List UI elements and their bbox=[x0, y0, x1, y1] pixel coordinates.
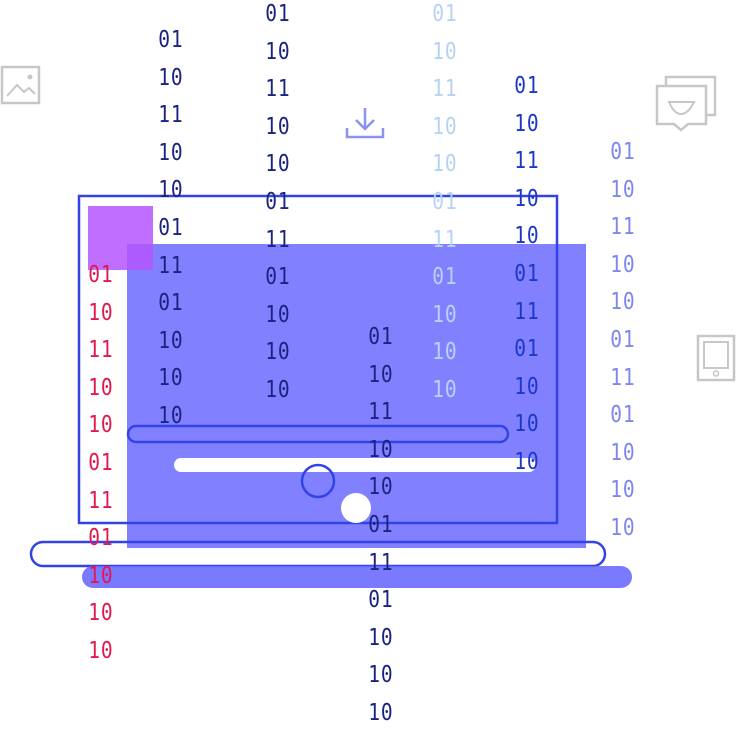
binary-digit: 10 bbox=[432, 38, 458, 65]
binary-digit: 01 bbox=[432, 188, 458, 215]
binary-digit: 01 bbox=[368, 511, 394, 538]
binary-digit: 10 bbox=[265, 151, 291, 178]
binary-digit: 10 bbox=[514, 373, 540, 400]
binary-digit: 01 bbox=[88, 525, 114, 552]
binary-digit: 01 bbox=[610, 402, 636, 429]
chat-bubbles-icon bbox=[655, 75, 717, 132]
binary-digit: 10 bbox=[514, 448, 540, 475]
binary-digit: 10 bbox=[88, 600, 114, 627]
binary-digit: 10 bbox=[88, 637, 114, 664]
progress-bar-outline bbox=[126, 424, 510, 444]
binary-digit: 01 bbox=[368, 324, 394, 350]
binary-digit: 10 bbox=[265, 113, 291, 140]
binary-digit: 10 bbox=[610, 251, 636, 278]
binary-digit: 01 bbox=[610, 326, 636, 353]
accent-square bbox=[88, 206, 153, 270]
binary-digit: 10 bbox=[158, 327, 184, 354]
binary-digit: 10 bbox=[158, 177, 184, 204]
laptop-screen-outline bbox=[77, 194, 559, 525]
binary-digit: 11 bbox=[265, 76, 291, 103]
binary-column-navy-mid: 01 10 11 10 10 01 11 01 10 10 10 bbox=[265, 0, 290, 410]
binary-digit: 01 bbox=[265, 188, 291, 215]
binary-digit: 11 bbox=[514, 148, 540, 175]
binary-digit: 10 bbox=[88, 299, 114, 326]
binary-digit: 01 bbox=[158, 214, 184, 241]
binary-digit: 01 bbox=[265, 264, 291, 291]
binary-digit: 11 bbox=[432, 226, 458, 253]
laptop-base-fill bbox=[82, 566, 632, 588]
binary-digit: 10 bbox=[368, 436, 394, 463]
binary-digit: 01 bbox=[432, 264, 458, 291]
binary-column-periwinkle: 01 10 11 10 10 01 11 01 10 10 10 bbox=[610, 134, 635, 548]
binary-digit: 10 bbox=[610, 477, 636, 504]
binary-digit: 10 bbox=[610, 289, 636, 316]
binary-digit: 01 bbox=[158, 290, 184, 317]
binary-digit: 10 bbox=[514, 185, 540, 212]
white-slider-bar bbox=[174, 458, 536, 472]
binary-digit: 10 bbox=[514, 411, 540, 438]
binary-digit: 10 bbox=[368, 474, 394, 501]
binary-digit: 10 bbox=[88, 412, 114, 439]
binary-digit: 10 bbox=[610, 176, 636, 203]
binary-digit: 10 bbox=[158, 139, 184, 166]
binary-column-royal: 01 10 11 10 10 01 11 01 10 10 10 bbox=[514, 68, 539, 482]
binary-digit: 10 bbox=[432, 376, 458, 403]
binary-digit: 01 bbox=[432, 1, 458, 27]
binary-column-light: 01 10 11 10 10 01 11 01 10 10 10 bbox=[432, 0, 457, 410]
binary-digit: 10 bbox=[368, 624, 394, 651]
binary-digit: 10 bbox=[432, 113, 458, 140]
binary-digit: 01 bbox=[88, 262, 114, 288]
binary-digit: 11 bbox=[514, 298, 540, 325]
binary-digit: 10 bbox=[158, 402, 184, 429]
binary-digit: 10 bbox=[514, 110, 540, 137]
binary-digit: 11 bbox=[88, 487, 114, 514]
binary-digit: 10 bbox=[610, 439, 636, 466]
binary-digit: 01 bbox=[158, 27, 184, 53]
binary-digit: 01 bbox=[514, 260, 540, 287]
binary-digit: 01 bbox=[514, 73, 540, 99]
binary-digit: 11 bbox=[158, 252, 184, 279]
binary-digit: 11 bbox=[610, 214, 636, 241]
binary-digit: 10 bbox=[432, 301, 458, 328]
binary-digit: 10 bbox=[514, 223, 540, 250]
binary-digit: 11 bbox=[265, 226, 291, 253]
binary-digit: 11 bbox=[88, 337, 114, 364]
binary-digit: 10 bbox=[432, 151, 458, 178]
binary-digit: 10 bbox=[610, 514, 636, 541]
binary-digit: 10 bbox=[368, 662, 394, 689]
binary-digit: 11 bbox=[368, 549, 394, 576]
binary-digit: 10 bbox=[88, 374, 114, 401]
binary-digit: 10 bbox=[368, 361, 394, 388]
binary-column-navy-bottom: 01 10 11 10 10 01 11 01 10 10 10 bbox=[368, 319, 393, 733]
binary-digit: 10 bbox=[432, 339, 458, 366]
binary-digit: 01 bbox=[88, 449, 114, 476]
binary-digit: 10 bbox=[88, 562, 114, 589]
binary-digit: 11 bbox=[610, 364, 636, 391]
binary-digit: 10 bbox=[158, 64, 184, 91]
binary-digit: 11 bbox=[368, 399, 394, 426]
binary-digit: 10 bbox=[158, 365, 184, 392]
binary-digit: 10 bbox=[265, 301, 291, 328]
binary-column-navy-left: 01 10 11 10 10 01 11 01 10 10 10 bbox=[158, 22, 183, 436]
download-icon bbox=[345, 108, 385, 139]
binary-digit: 10 bbox=[368, 699, 394, 726]
slider-knob-outline bbox=[300, 463, 336, 499]
binary-digit: 01 bbox=[514, 336, 540, 363]
binary-digit: 11 bbox=[158, 102, 184, 129]
binary-digit: 10 bbox=[265, 376, 291, 403]
binary-digit: 01 bbox=[610, 139, 636, 165]
binary-column-crimson: 01 10 11 10 10 01 11 01 10 10 10 bbox=[88, 257, 113, 671]
binary-digit: 11 bbox=[432, 76, 458, 103]
binary-digit: 01 bbox=[368, 587, 394, 614]
tablet-icon bbox=[696, 334, 736, 382]
white-dot bbox=[341, 493, 371, 523]
binary-digit: 10 bbox=[265, 38, 291, 65]
binary-digit: 10 bbox=[265, 339, 291, 366]
image-icon bbox=[0, 65, 41, 105]
binary-digit: 01 bbox=[265, 1, 291, 27]
